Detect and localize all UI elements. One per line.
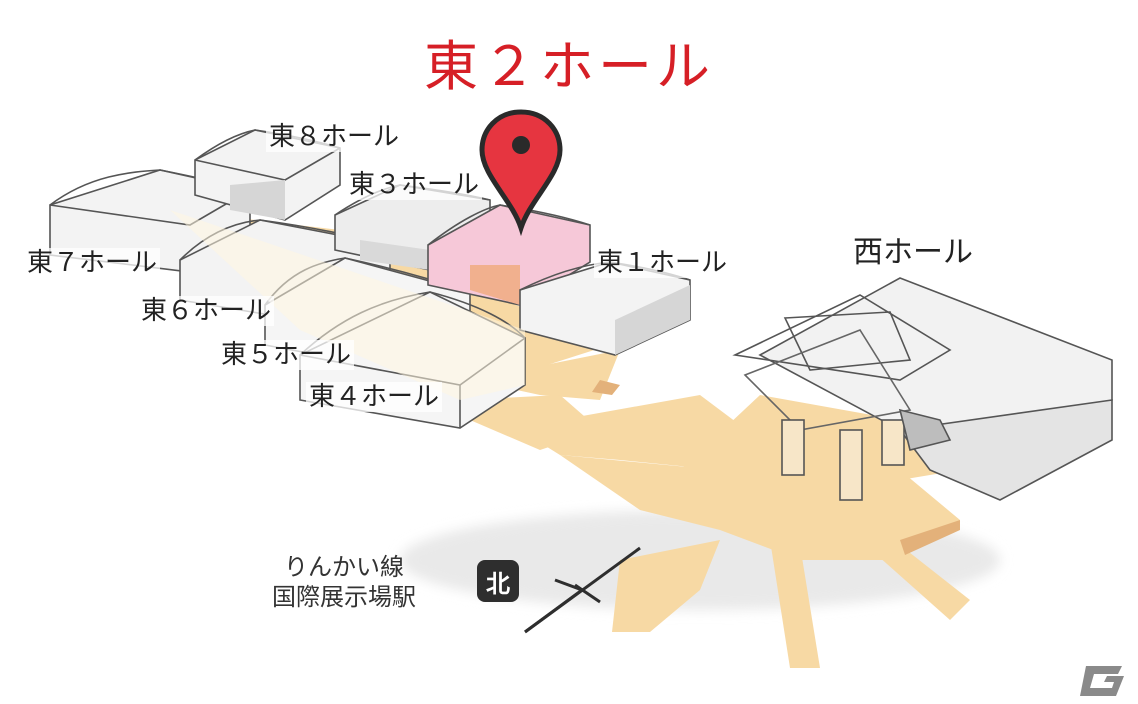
label-east-3: 東３ホール: [346, 170, 483, 200]
north-arrow-icon: [524, 546, 641, 634]
site-logo-icon: [1080, 666, 1124, 696]
label-east-4: 東４ホール: [306, 382, 443, 412]
station-line: りんかい線: [284, 553, 404, 581]
station-name: 国際展示場駅: [272, 583, 416, 611]
label-east-1: 東１ホール: [594, 248, 731, 278]
label-west: 西ホール: [850, 238, 976, 268]
label-east-5: 東５ホール: [218, 340, 355, 370]
east-hall-8: [194, 129, 341, 221]
east-hall-1: [519, 261, 691, 356]
page-title: 東２ホール: [424, 35, 714, 98]
label-east-8: 東８ホール: [266, 122, 403, 152]
label-east-6: 東６ホール: [138, 296, 275, 326]
label-east-7: 東７ホール: [24, 248, 161, 278]
map-pin-icon: [479, 109, 563, 237]
station-label: りんかい線 国際展示場駅: [272, 552, 416, 612]
north-badge: 北: [477, 560, 519, 602]
west-hall: [732, 277, 1113, 501]
